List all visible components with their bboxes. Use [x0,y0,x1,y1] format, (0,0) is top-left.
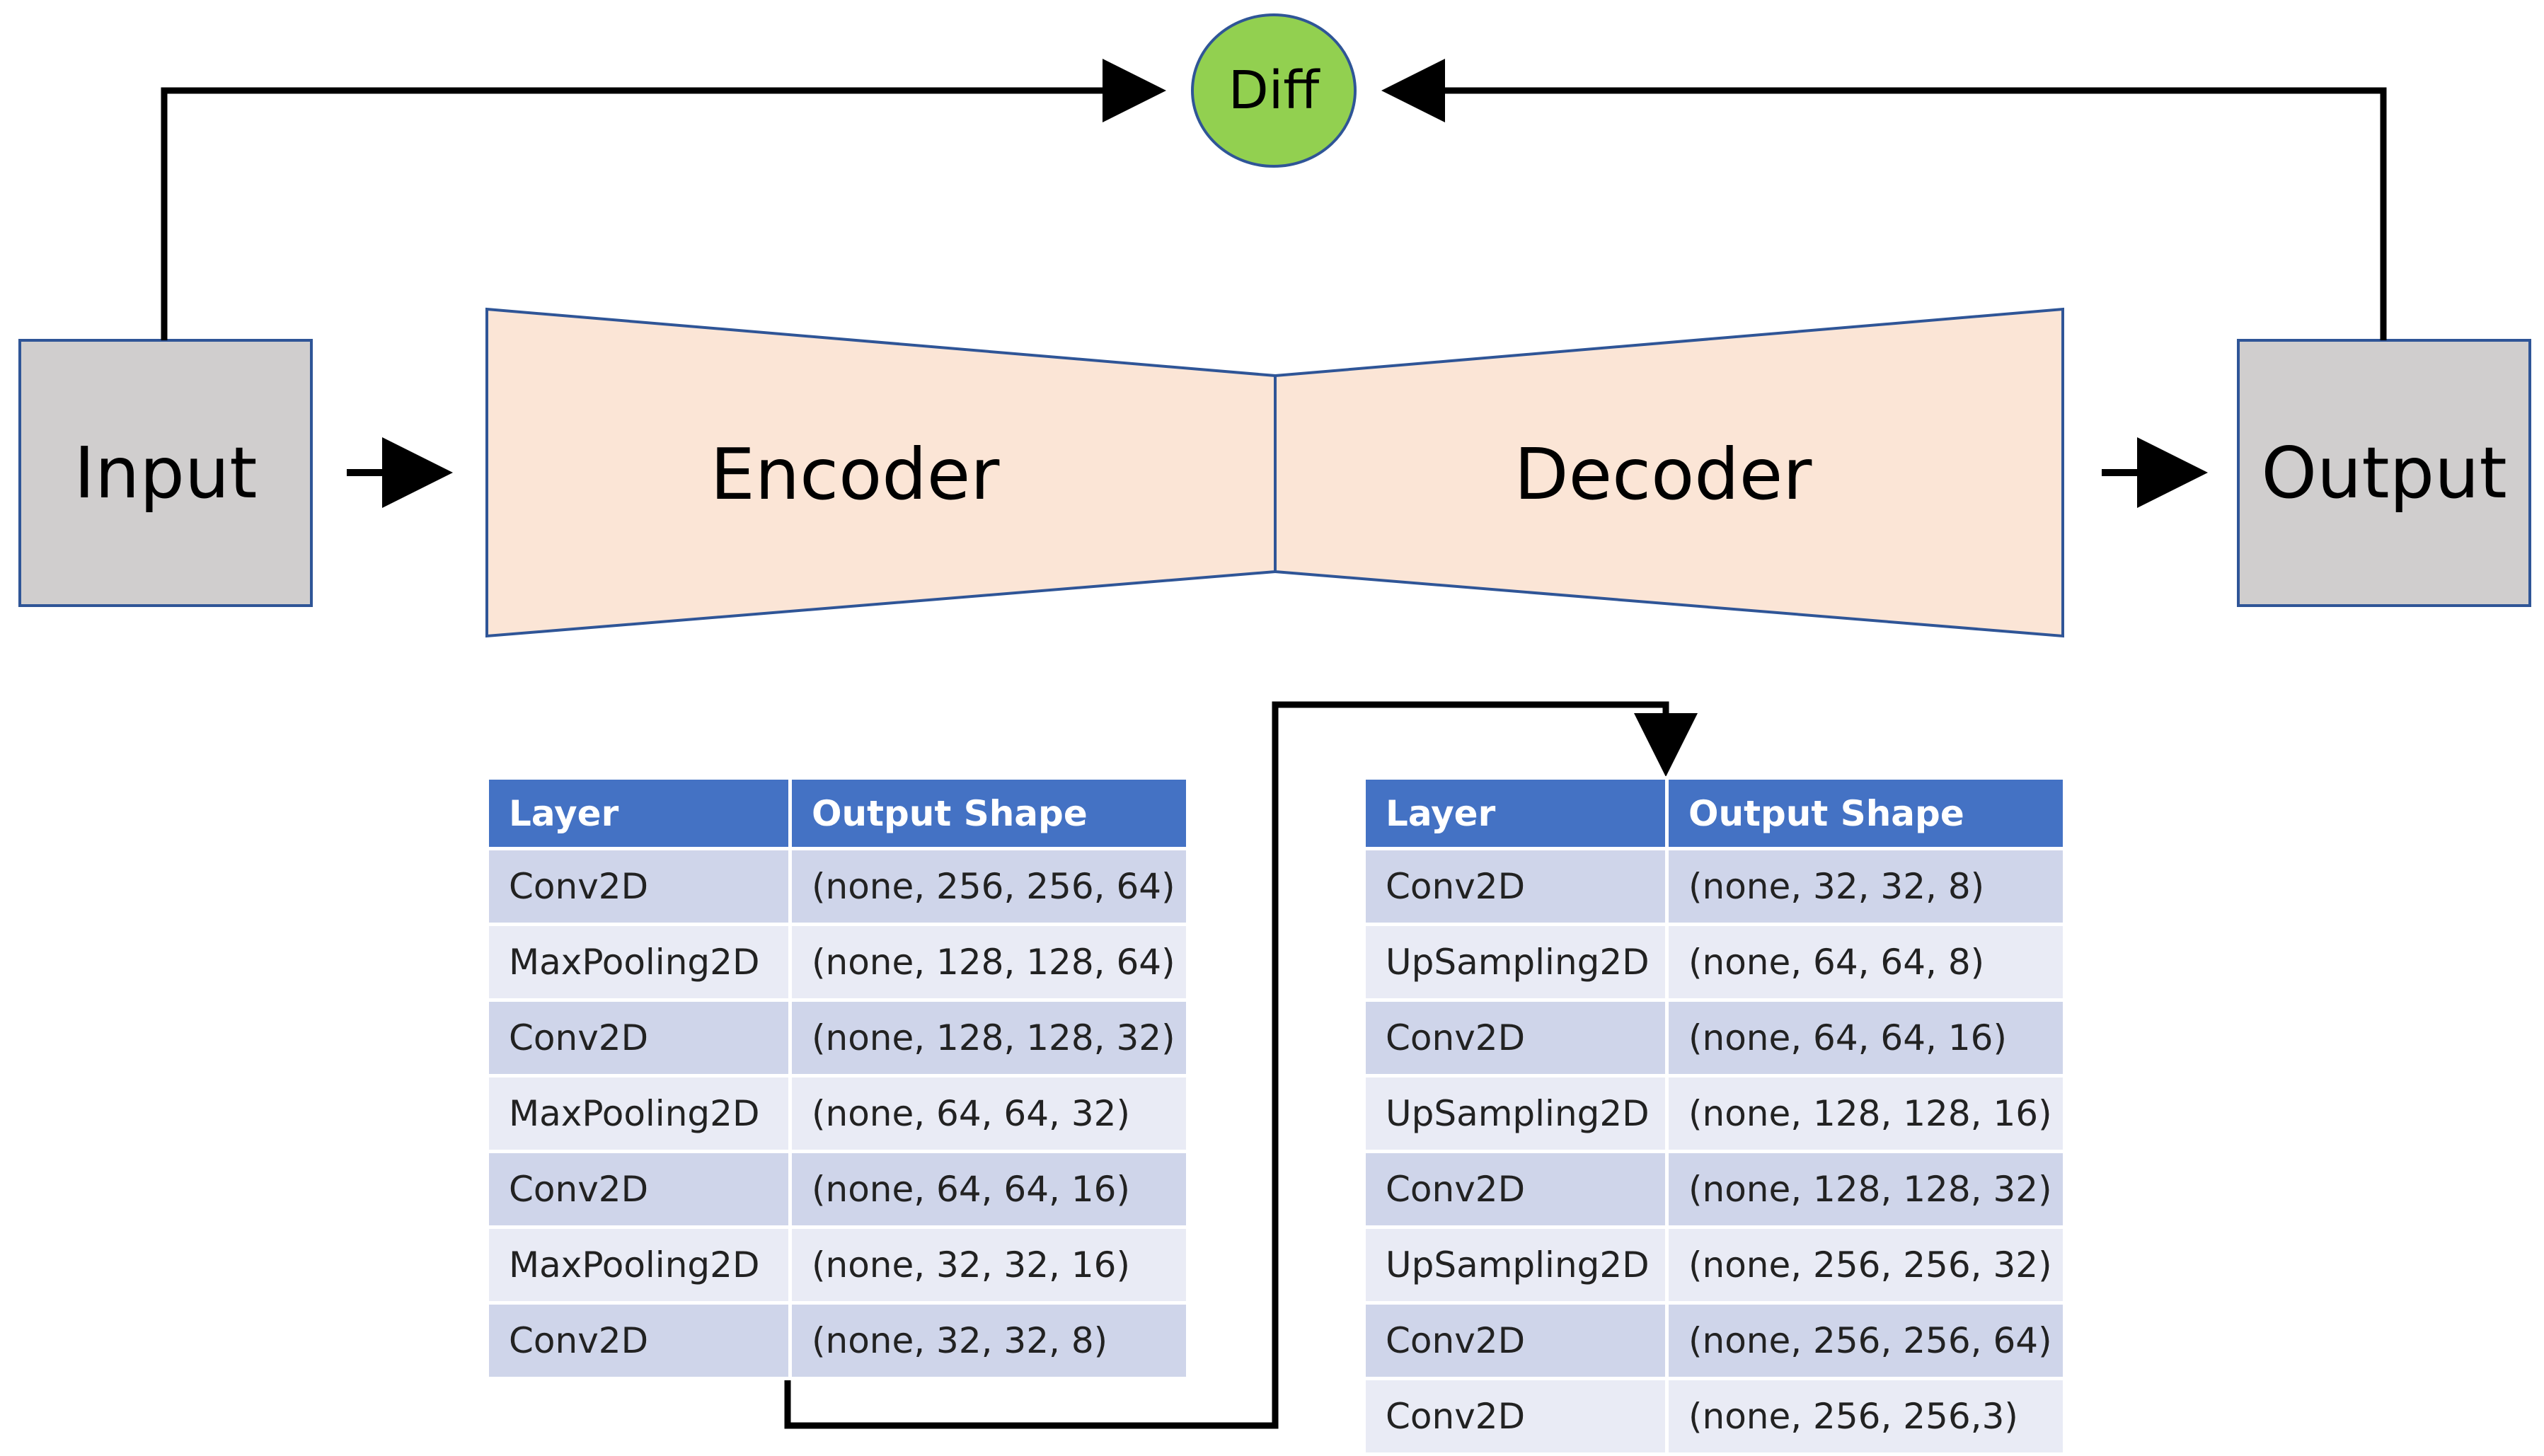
encoder-layers-table: Layer Output Shape Conv2D (none, 256, 25… [485,776,1190,1380]
diff-label: Diff [1228,60,1320,121]
shape-cell: (none, 32, 32, 8) [788,1301,1190,1380]
shape-cell: (none, 256, 256, 64) [1665,1301,2066,1380]
layer-cell: UpSampling2D [1362,1074,1669,1153]
table-header-row: Layer Output Shape [485,776,1190,850]
diff-circle [1191,13,1357,168]
input-label: Input [74,432,258,514]
table-row: Conv2D (none, 32, 32, 8) [1362,847,2066,926]
layer-cell: UpSampling2D [1362,923,1669,1002]
table-row: UpSampling2D (none, 64, 64, 8) [1362,923,2066,1002]
layer-cell: Conv2D [1362,1150,1669,1229]
output-to-diff-arrow [1381,59,2387,340]
table-row: Conv2D (none, 256, 256,3) [1362,1377,2066,1456]
shape-cell: (none, 256, 256,3) [1665,1377,2066,1456]
shape-cell: (none, 32, 32, 16) [788,1225,1190,1305]
shape-cell: (none, 64, 64, 16) [1665,998,2066,1077]
table-row: Conv2D (none, 128, 128, 32) [1362,1150,2066,1229]
layer-cell: Conv2D [1362,1377,1669,1456]
decoder-label: Decoder [1514,432,1812,516]
layer-cell: MaxPooling2D [485,1225,792,1305]
layer-cell: Conv2D [485,847,792,926]
shape-cell: (none, 128, 128, 32) [788,998,1190,1077]
table-row: Conv2D (none, 256, 256, 64) [1362,1301,2066,1380]
shape-cell: (none, 128, 128, 16) [1665,1074,2066,1153]
output-box [2237,339,2531,607]
layer-cell: Conv2D [1362,847,1669,926]
shape-cell: (none, 256, 256, 32) [1665,1225,2066,1305]
column-header-output-shape: Output Shape [1665,776,2066,850]
column-header-layer: Layer [485,776,792,850]
table-row: Conv2D (none, 32, 32, 8) [485,1301,1190,1380]
layer-cell: Conv2D [485,1150,792,1229]
encoder-label: Encoder [710,432,1000,516]
table-row: MaxPooling2D (none, 64, 64, 32) [485,1074,1190,1153]
layer-cell: Conv2D [1362,1301,1669,1380]
table-row: MaxPooling2D (none, 32, 32, 16) [485,1225,1190,1305]
table-row: MaxPooling2D (none, 128, 128, 64) [485,923,1190,1002]
layer-cell: UpSampling2D [1362,1225,1669,1305]
table-row: Conv2D (none, 256, 256, 64) [485,847,1190,926]
encoder-to-decoder-table-connector [784,701,1698,1429]
table-row: Conv2D (none, 64, 64, 16) [1362,998,2066,1077]
decoder-trapezoid [1274,307,2064,638]
column-header-layer: Layer [1362,776,1669,850]
shape-cell: (none, 128, 128, 64) [788,923,1190,1002]
shape-cell: (none, 256, 256, 64) [788,847,1190,926]
table-header-row: Layer Output Shape [1362,776,2066,850]
output-label: Output [2261,432,2507,514]
layer-cell: Conv2D [1362,998,1669,1077]
column-header-output-shape: Output Shape [788,776,1190,850]
layer-cell: Conv2D [485,1301,792,1380]
layer-cell: MaxPooling2D [485,923,792,1002]
shape-cell: (none, 128, 128, 32) [1665,1150,2066,1229]
shape-cell: (none, 64, 64, 8) [1665,923,2066,1002]
table-row: Conv2D (none, 64, 64, 16) [485,1150,1190,1229]
input-to-diff-arrow [161,59,1166,340]
input-box [18,339,313,607]
table-row: Conv2D (none, 128, 128, 32) [485,998,1190,1077]
table-row: UpSampling2D (none, 256, 256, 32) [1362,1225,2066,1305]
shape-cell: (none, 32, 32, 8) [1665,847,2066,926]
shape-cell: (none, 64, 64, 16) [788,1150,1190,1229]
decoder-layers-table: Layer Output Shape Conv2D (none, 32, 32,… [1362,776,2066,1456]
layer-cell: MaxPooling2D [485,1074,792,1153]
shape-cell: (none, 64, 64, 32) [788,1074,1190,1153]
table-row: UpSampling2D (none, 128, 128, 16) [1362,1074,2066,1153]
layer-cell: Conv2D [485,998,792,1077]
